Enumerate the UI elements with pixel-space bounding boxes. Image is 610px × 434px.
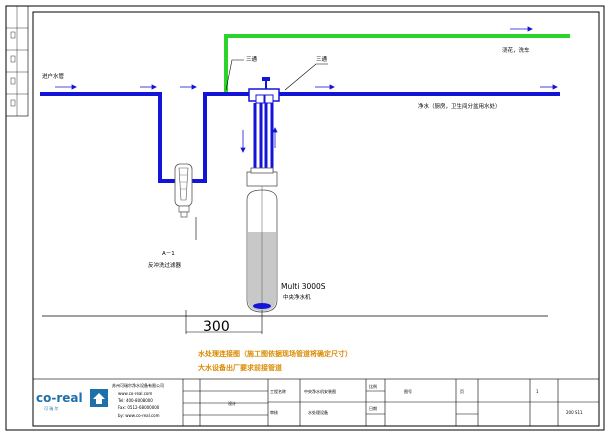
tb-page: 页	[460, 389, 464, 394]
drawing-border	[5, 5, 605, 431]
prefilter-name-label: 反冲洗过滤器	[148, 261, 182, 269]
tb-ref: 200 S11	[566, 410, 583, 415]
garden-pipe	[224, 34, 570, 92]
logo-sub: 可 瑞 尔	[44, 405, 59, 411]
prefilter	[174, 163, 193, 218]
softener-model-label: Multi 3000S	[281, 282, 326, 291]
company-line-1: 苏州可瑞尔净水设备有限公司	[112, 382, 164, 388]
tb-checker: 审核	[270, 409, 278, 415]
softener-name-label: 中央净水机	[283, 293, 311, 301]
tb-project: 工程名称	[270, 388, 286, 394]
note-2: 大水设备出厂要求前接管道	[198, 363, 282, 372]
company-line-5: by: www.co-real.com	[118, 413, 160, 418]
company-line-4: Fax: 0512-68000000	[118, 405, 160, 410]
softener-pipes	[253, 103, 274, 172]
tb-scale: 比例	[369, 383, 377, 389]
dimension-label: 300	[203, 319, 230, 335]
logo-text: co-real	[36, 391, 83, 405]
main-pipe	[40, 92, 560, 183]
tb-version: 1	[536, 389, 539, 394]
bypass-valve	[248, 77, 280, 104]
garden-label: 浇花，洗车	[502, 46, 530, 54]
tee-right-label: 三通	[316, 55, 328, 63]
pure-water-label: 净水（厨房，卫生间分盆用水处）	[418, 102, 501, 110]
binding-strip	[5, 5, 29, 117]
tb-drawing-name: 中央净水机安装图	[304, 388, 336, 394]
tb-sheet-no: 图号	[404, 388, 412, 394]
company-line-2: www.co-real.com	[118, 391, 152, 396]
prefilter-id-label: A－1	[162, 251, 175, 257]
inlet-label: 进户水管	[42, 72, 65, 80]
flow-arrows	[55, 26, 558, 153]
tb-designer: 设计	[228, 400, 236, 406]
tb-date: 日期	[369, 405, 377, 411]
title-block	[32, 378, 600, 427]
company-line-3: Tel: 400-8008000	[117, 398, 153, 403]
inner-frame	[32, 11, 600, 427]
dimension-300	[185, 310, 263, 334]
tb-drawing-sub: 水处理设备	[308, 409, 328, 415]
tee-left-label: 三通	[246, 55, 258, 63]
leader-lines	[195, 59, 328, 240]
note-1: 水处理连接图（施工图依据现场管道将确定尺寸）	[198, 349, 352, 358]
softener-tank	[246, 167, 278, 313]
company-logo: co-real 可 瑞 尔	[36, 389, 108, 411]
